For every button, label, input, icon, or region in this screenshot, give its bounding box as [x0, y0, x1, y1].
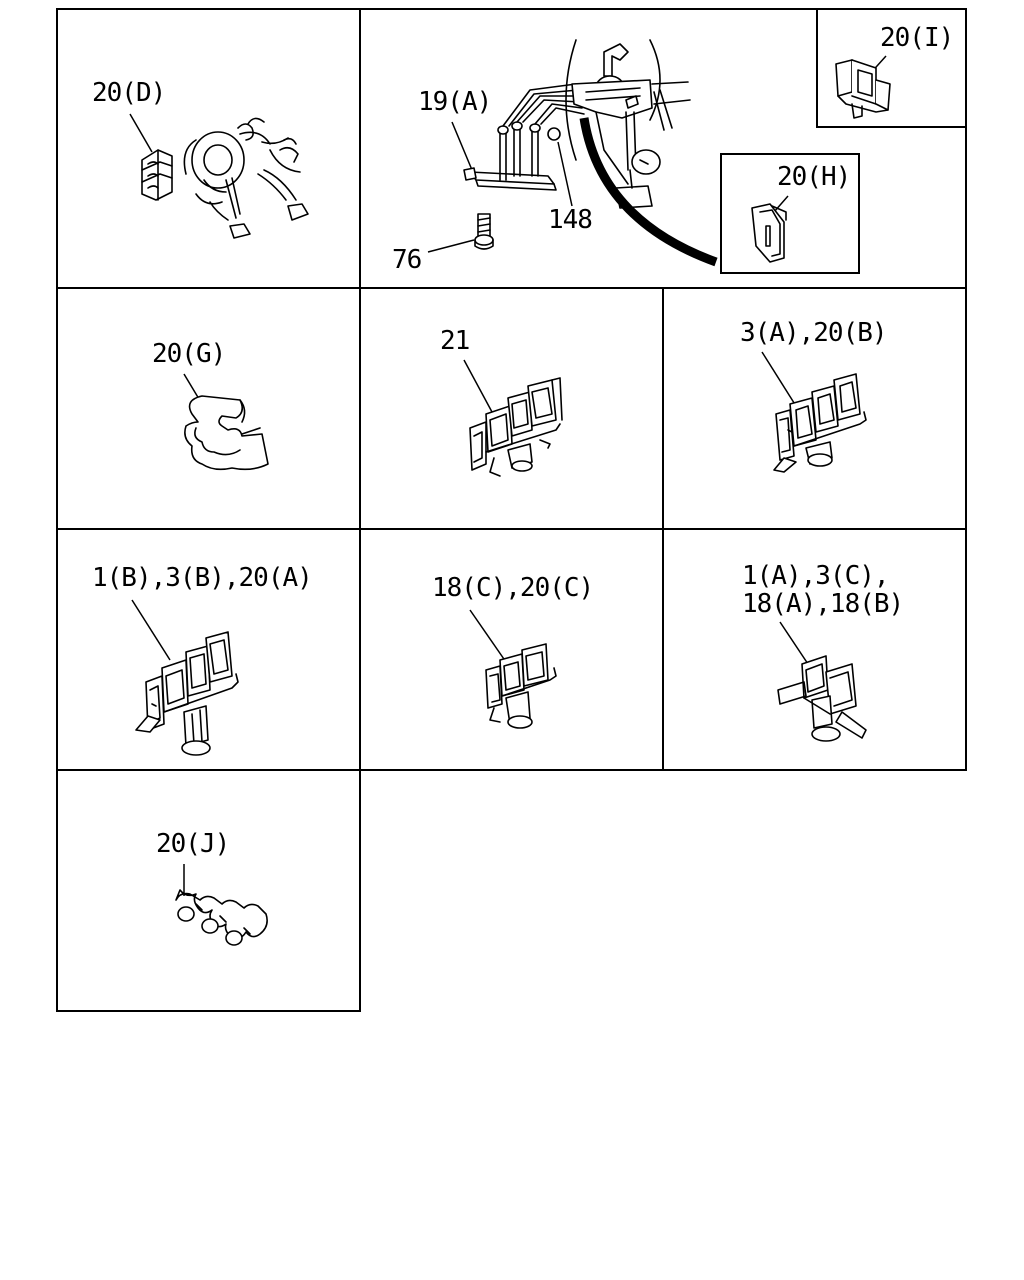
clip-20h-drawing	[751, 203, 787, 263]
leader-line	[557, 141, 573, 207]
callout-20j: 20(J)	[156, 829, 229, 859]
panel-3a-20b-content: 3(A),20(B)	[740, 318, 888, 473]
panel-1a-3c-18a-18b-content: 1(A),3(C), 18(A),18(B)	[742, 561, 904, 742]
panel-20j	[56, 769, 361, 1012]
callout-76: 76	[392, 245, 421, 275]
callout-18a-18b: 18(A),18(B)	[742, 589, 903, 619]
leader-line	[463, 359, 493, 413]
clip-1b-3b-20a-drawing	[135, 631, 239, 756]
callout-21: 21	[440, 326, 469, 356]
clip-1a-3c-18a-18b-drawing	[777, 655, 867, 742]
inset-20i	[816, 8, 967, 128]
panel-18c-20c	[359, 528, 664, 771]
clip-20d-drawing	[141, 149, 173, 201]
leader-line	[451, 121, 473, 171]
panel-main-content: 19(A) 148 76	[392, 8, 967, 275]
clip-18c-20c-drawing	[485, 643, 557, 729]
clip-21-drawing	[469, 377, 563, 477]
panel-20j-content: 20(J)	[156, 829, 268, 946]
panel-1a-3c-18a-18b	[662, 528, 967, 771]
inset-20h	[720, 153, 860, 274]
bracket-19a-drawing	[463, 83, 585, 191]
callout-148: 148	[548, 205, 592, 235]
leader-line	[761, 351, 797, 407]
callout-3a-20b: 3(A),20(B)	[740, 318, 887, 348]
panel-21-content: 21	[440, 326, 563, 477]
panel-18c-20c-content: 18(C),20(C)	[432, 573, 594, 729]
callout-1b-3b-20a: 1(B),3(B),20(A)	[92, 563, 312, 593]
clip-20j-drawing	[175, 889, 268, 946]
panel-1b-3b-20a-content: 1(B),3(B),20(A)	[92, 563, 313, 756]
callout-20h: 20(H)	[777, 162, 850, 192]
bolt-76-drawing	[474, 213, 494, 250]
leader-line	[779, 621, 809, 665]
callout-20d: 20(D)	[92, 78, 165, 108]
callout-1a-3c: 1(A),3(C),	[742, 561, 889, 591]
callout-19a: 19(A)	[418, 87, 491, 117]
brake-booster-drawing	[565, 39, 691, 209]
panel-20d-content: 20(D)	[92, 78, 309, 239]
pedal-assembly-drawing	[183, 117, 309, 239]
panel-20g-content: 20(G)	[152, 339, 269, 471]
leader-line	[773, 195, 789, 213]
callout-18c-20c: 18(C),20(C)	[432, 573, 593, 603]
leader-line	[469, 609, 507, 663]
leader-line	[129, 113, 153, 153]
callout-20i: 20(I)	[880, 23, 953, 53]
leader-line	[427, 239, 475, 253]
panel-frames	[56, 8, 967, 1012]
clip-20i-drawing	[835, 59, 891, 119]
leader-line	[131, 599, 171, 661]
clip-20g-drawing	[184, 395, 269, 471]
hose-drawing	[579, 117, 718, 267]
callout-20g: 20(G)	[152, 339, 225, 369]
clip-3a-20b-drawing	[773, 373, 867, 473]
